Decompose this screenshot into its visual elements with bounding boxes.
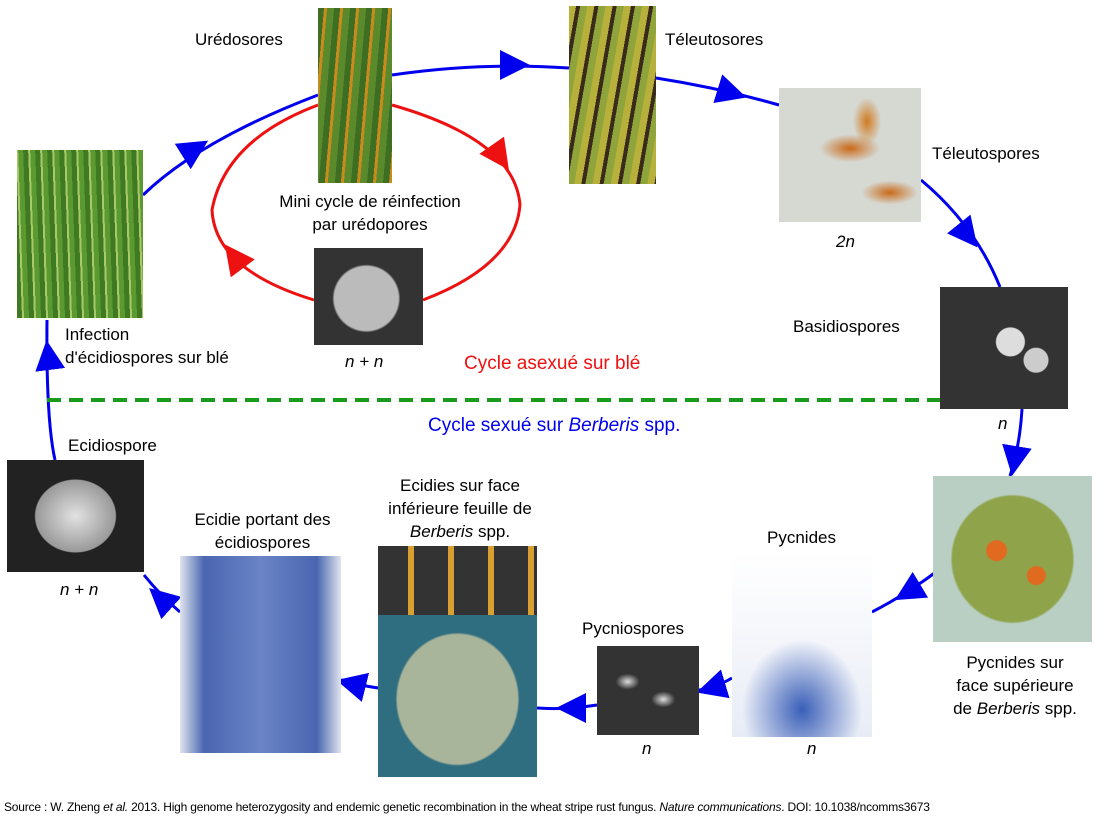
ecidie-section-photo bbox=[180, 556, 341, 753]
ecidies-closeup-photo bbox=[378, 546, 537, 615]
sexual-cycle-genus: Berberis bbox=[568, 415, 640, 436]
pycnides-sur-genus: Berberis bbox=[976, 699, 1041, 718]
ploidy-pycnides: n bbox=[807, 739, 817, 758]
ecidies-leaf-photo bbox=[378, 615, 537, 777]
label-teleutospores: Téleutospores bbox=[932, 144, 1040, 163]
sexual-cycle-text: Cycle sexué sur bbox=[428, 415, 569, 436]
ecidies-genus: Berberis bbox=[409, 522, 474, 541]
ploidy-teleutospores: 2n bbox=[836, 232, 855, 251]
ecidie-line-2: écidiospores bbox=[214, 533, 311, 552]
ecidies-line-2: inférieure feuille de bbox=[388, 499, 532, 518]
pycnides-sur-line-1: Pycnides sur bbox=[966, 653, 1064, 672]
source-citation: Source : W. Zheng et al. 2013. High geno… bbox=[4, 800, 930, 814]
ecidies-spp: spp. bbox=[473, 522, 511, 541]
label-asexual-cycle: Cycle asexué sur blé bbox=[464, 353, 641, 374]
label-sexual-cycle: Cycle sexué sur Berberis spp. bbox=[428, 414, 680, 437]
source-journal: Nature communications bbox=[659, 800, 782, 814]
sexual-cycle-spp: spp. bbox=[639, 415, 681, 436]
ploidy-ecidiospore: n + n bbox=[60, 580, 99, 599]
basidiospores-photo bbox=[940, 287, 1068, 409]
mini-cycle-line-2: par urédopores bbox=[312, 215, 428, 234]
label-basidiospores: Basidiospores bbox=[793, 317, 900, 336]
label-teleutosores: Téleutosores bbox=[665, 30, 764, 49]
label-ecidies: Ecidies sur face inférieure feuille de Ber… bbox=[360, 474, 560, 543]
asexual-mini-cycle bbox=[210, 103, 522, 302]
pycnides-sur-line-2: face supérieure bbox=[956, 676, 1074, 695]
source-etal: et al. bbox=[103, 800, 128, 814]
label-mini-cycle: Mini cycle de réinfection par urédopores bbox=[250, 190, 490, 236]
wheat-photo bbox=[17, 150, 143, 318]
pycnides-sur-spp: spp. bbox=[1040, 699, 1077, 718]
pycnides-sur-de: de bbox=[953, 699, 977, 718]
source-authors: Source : W. Zheng bbox=[4, 800, 104, 814]
infection-line-1: Infection bbox=[65, 325, 130, 344]
sexual-cycle-path bbox=[35, 50, 1032, 723]
label-ecidie: Ecidie portant des écidiospores bbox=[170, 508, 355, 554]
source-title: 2013. High genome heterozygosity and end… bbox=[127, 800, 660, 814]
berberis-upper-leaf-photo bbox=[933, 476, 1092, 642]
label-pycnides: Pycnides bbox=[767, 528, 836, 547]
teleutosores-photo bbox=[569, 6, 656, 184]
ploidy-uredospore: n + n bbox=[345, 352, 384, 371]
label-uredosores: Urédosores bbox=[195, 30, 283, 49]
pycnides-section-photo bbox=[732, 553, 872, 737]
label-pycniospores: Pycniospores bbox=[582, 619, 685, 638]
pycniospores-photo bbox=[597, 646, 699, 735]
label-ecidiospore: Ecidiospore bbox=[68, 436, 157, 455]
uredosores-photo bbox=[318, 8, 392, 183]
ecidie-line-1: Ecidie portant des bbox=[194, 510, 331, 529]
ploidy-basidiospores: n bbox=[998, 414, 1008, 433]
infection-line-2: d'écidiospores sur blé bbox=[65, 348, 229, 367]
label-infection: Infection d'écidiospores sur blé bbox=[65, 323, 229, 369]
ecidies-line-1: Ecidies sur face bbox=[400, 476, 520, 495]
ploidy-pycniospores: n bbox=[642, 739, 652, 758]
uredospore-photo bbox=[314, 248, 423, 345]
teleutospores-photo bbox=[779, 88, 921, 222]
mini-cycle-line-1: Mini cycle de réinfection bbox=[279, 192, 461, 211]
label-pycnides-sur: Pycnides sur face supérieure de Berberis s… bbox=[935, 651, 1095, 720]
ecidiospore-photo bbox=[7, 460, 144, 572]
source-doi: . DOI: 10.1038/ncomms3673 bbox=[781, 800, 930, 814]
